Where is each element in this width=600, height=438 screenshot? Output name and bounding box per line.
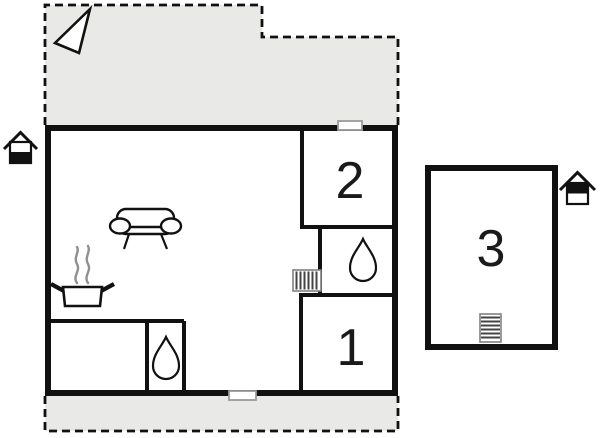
staircase-steps bbox=[481, 316, 500, 339]
sofa-leg-right bbox=[159, 233, 169, 250]
entrance-right-roof bbox=[558, 170, 597, 192]
north-arrow-icon bbox=[52, 4, 93, 55]
pot-body bbox=[61, 285, 104, 308]
interior-walls bbox=[48, 128, 395, 393]
sofa-leg-left bbox=[122, 233, 131, 250]
pot-handle-right bbox=[100, 282, 115, 293]
sofa-armrest-right bbox=[159, 217, 183, 235]
room-2-label: 2 bbox=[336, 152, 365, 210]
terrace-top-fill bbox=[45, 5, 398, 125]
cooking-pot-icon bbox=[50, 244, 115, 308]
window-bottom bbox=[228, 390, 257, 401]
radiator-icon bbox=[292, 269, 322, 292]
room-1-label: 1 bbox=[337, 319, 366, 377]
radiator-fins bbox=[295, 271, 318, 290]
entrance-right-icon bbox=[558, 170, 597, 206]
terrace-bottom-dashed-border bbox=[43, 396, 400, 433]
room-3-label: 3 bbox=[477, 220, 506, 278]
main-building-outline bbox=[45, 125, 398, 396]
entrance-left-icon bbox=[2, 130, 39, 165]
annex-building-outline bbox=[425, 165, 558, 350]
window-top bbox=[337, 120, 363, 131]
entrance-left-roof bbox=[2, 130, 39, 151]
pot-handle-left bbox=[50, 282, 65, 293]
water-drop-icon-top bbox=[348, 236, 378, 283]
terrace-bottom-fill bbox=[45, 396, 398, 431]
terrace-bottom bbox=[43, 396, 400, 433]
steam-line-right bbox=[85, 244, 91, 285]
water-drop-icon-bottom bbox=[151, 334, 181, 381]
sofa-icon bbox=[108, 207, 183, 250]
entrance-left-door bbox=[10, 152, 31, 163]
entrance-right-door bbox=[567, 183, 588, 194]
terrace-top-dashed-border bbox=[43, 3, 400, 125]
steam-line-left bbox=[74, 245, 80, 285]
staircase-icon bbox=[479, 313, 502, 343]
sofa-armrest-left bbox=[108, 217, 132, 235]
terrace-top bbox=[43, 3, 400, 125]
